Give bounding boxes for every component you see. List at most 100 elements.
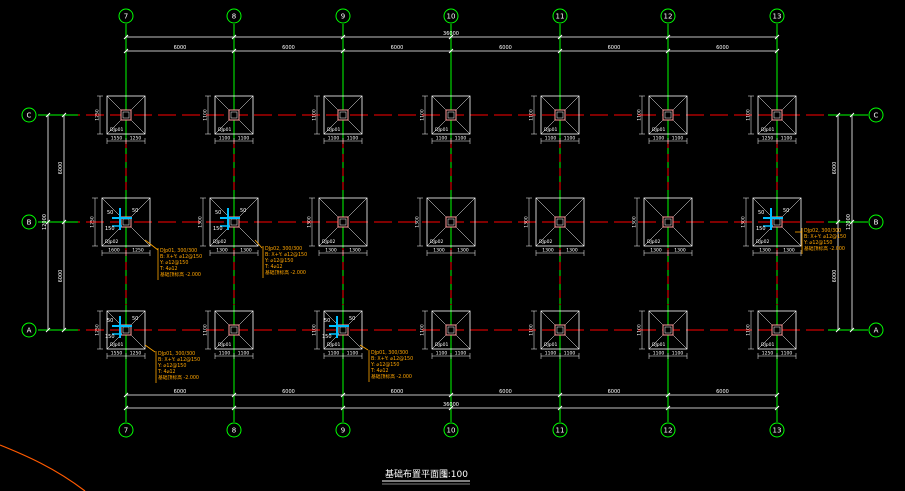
axis-bubble — [769, 422, 785, 438]
dimension-tick — [123, 48, 129, 54]
footing-dim-text: 1300 — [349, 248, 361, 254]
footing-outline — [323, 95, 363, 135]
axis-bubble — [226, 422, 242, 438]
footing-dim-text: 1250 — [95, 109, 101, 121]
footing-outline — [106, 310, 146, 350]
dimension-tick — [835, 112, 841, 118]
dimension-tick — [849, 219, 855, 225]
footing-dim-text: 1250 — [130, 351, 142, 357]
rebar-mark: 150 — [756, 226, 766, 232]
column-inner — [664, 218, 672, 226]
dimension-tick — [340, 405, 346, 411]
dimension-bay-text: 6000 — [608, 45, 621, 51]
footing-id-label: DJp01 — [652, 127, 666, 133]
footing-outline — [106, 95, 146, 135]
footing-dim-text: 1100 — [312, 324, 318, 336]
axis-bubble — [226, 8, 242, 24]
column-section — [120, 109, 132, 121]
dimension-tick — [557, 48, 563, 54]
footing-id-label: DJp02 — [430, 239, 444, 245]
rebar-mark: 150 — [105, 226, 115, 232]
footing-dim-text: 1100 — [219, 136, 231, 142]
rebar-mark: 150 — [322, 334, 332, 340]
dimension-tick — [61, 219, 67, 225]
annotation-line: Y: ⌀12@150 — [264, 258, 293, 264]
column-inner — [664, 111, 672, 119]
axis-bubble — [335, 8, 351, 24]
footing-dim-text: 1100 — [203, 324, 209, 336]
footing-dim-text: 1250 — [132, 248, 144, 254]
dimension-tick — [448, 48, 454, 54]
axis-bubble-label: 7 — [124, 13, 128, 21]
footing-id-label: DJp01 — [327, 342, 341, 348]
footing-dim-text: 1300 — [198, 216, 204, 228]
footing-dim-text: 1100 — [328, 351, 340, 357]
footing-outline — [757, 310, 797, 350]
footing-dim-text: 1300 — [566, 248, 578, 254]
column-inner — [339, 218, 347, 226]
rebar-mark: 50 — [324, 318, 330, 324]
column-inner — [447, 111, 455, 119]
footing-dim-text: 1250 — [130, 136, 142, 142]
axis-bubble-label: 9 — [341, 427, 345, 435]
axis-bubble — [118, 422, 134, 438]
axis-bubble-label: C — [874, 112, 879, 120]
rebar-mark: 50 — [107, 318, 113, 324]
footing-dim-text: 1100 — [347, 136, 359, 142]
column-section — [662, 216, 674, 228]
column-inner — [230, 111, 238, 119]
annotation-line: Y: ⌀12@150 — [157, 363, 186, 369]
footing-id-label: DJp02 — [539, 239, 553, 245]
footing-dim-text: 1300 — [674, 248, 686, 254]
dimension-tick — [45, 327, 51, 333]
dimension-tick — [340, 392, 346, 398]
footing-dim-text: 1100 — [564, 351, 576, 357]
dimension-total-text: 36000 — [443, 31, 459, 37]
axis-bubble — [660, 422, 676, 438]
footing-id-label: DJp01 — [218, 127, 232, 133]
drawing-title: 基础布置平面图 — [385, 468, 448, 480]
footing-dim-text: 1250 — [762, 136, 774, 142]
axis-bubble — [552, 422, 568, 438]
rebar-mark: 50 — [132, 208, 138, 214]
column-section — [554, 324, 566, 336]
rebar-mark: 50 — [758, 210, 764, 216]
axis-bubble-label: 13 — [773, 427, 782, 435]
annotation-line: T: 4⌀12 — [264, 264, 283, 270]
footing-id-label: DJp01 — [327, 127, 341, 133]
dimension-tick — [123, 392, 129, 398]
dimension-tick — [61, 327, 67, 333]
footing-outline — [757, 95, 797, 135]
footing-dim-text: 1100 — [219, 351, 231, 357]
footing-dim-text: 1300 — [325, 248, 337, 254]
annotation-line: B: X+Y: ⌀12@150 — [265, 252, 307, 258]
dimension-tick — [665, 405, 671, 411]
dimension-tick — [774, 34, 780, 40]
dimension-bay-text: 6000 — [608, 389, 621, 395]
annotation-line: DJp02, 300/300 — [265, 246, 302, 252]
dimension-bay-text: 6000 — [174, 389, 187, 395]
dimension-vertical-total-text: 12000 — [42, 214, 48, 230]
footing-dim-text: 1300 — [240, 248, 252, 254]
rebar-mark: 50 — [132, 316, 138, 322]
footing-dim-text: 1300 — [307, 216, 313, 228]
footing-dim-text: 1100 — [312, 109, 318, 121]
axis-bubble-label: C — [27, 112, 32, 120]
dimension-bay-text: 6000 — [282, 389, 295, 395]
dimension-tick — [448, 34, 454, 40]
dimension-tick — [448, 405, 454, 411]
footing-id-label: DJp01 — [761, 127, 775, 133]
dimension-vertical-total-text: 12000 — [846, 214, 852, 230]
annotation-line: 基础顶标高 -2.000 — [160, 271, 201, 278]
annotation-line: Y: ⌀12@150 — [803, 240, 832, 246]
footing-dim-text: 1100 — [328, 136, 340, 142]
column-section — [337, 109, 349, 121]
